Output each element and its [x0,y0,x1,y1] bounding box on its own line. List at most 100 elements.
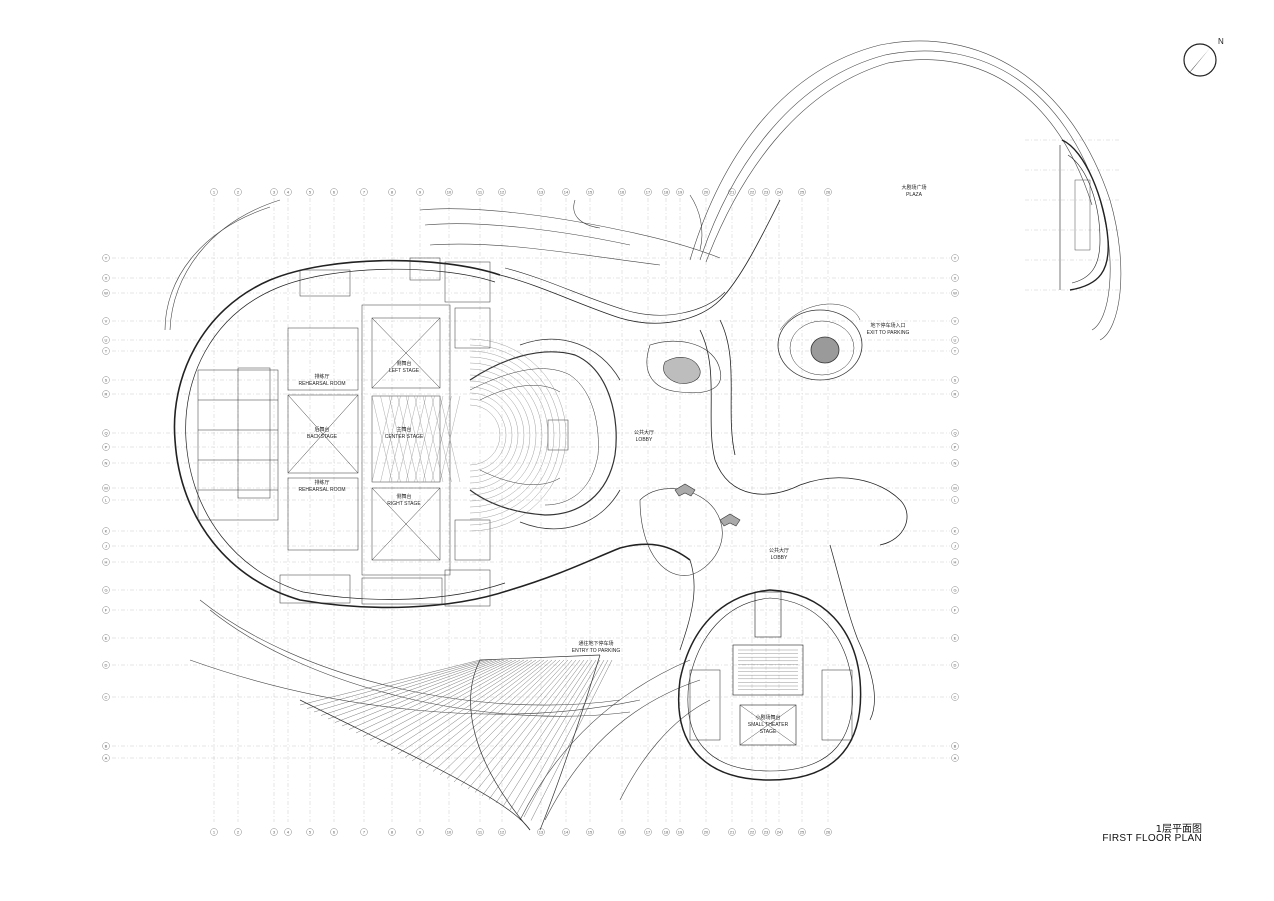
main-theatre-rooms [197,257,491,607]
grid-column-label: 10 [447,189,452,194]
grid-row-tag: P [102,443,110,451]
grid-row-label: E [954,635,957,640]
grid-row-tag: D [951,661,959,669]
grid-column-tag: 3 [270,828,278,836]
grid-row-tag: H [951,558,959,566]
grid-column-tag: 21 [728,828,736,836]
grid-column-label: 2 [237,189,240,194]
grid-column-tag: 24 [775,188,783,196]
grid-column-tag: 22 [748,188,756,196]
grid-column-tag: 20 [702,828,710,836]
grid-column-label: 17 [646,189,651,194]
grid-row-label: M [953,485,956,490]
grid-row-label: K [954,528,957,533]
grid-row-tag: J [951,542,959,550]
grid-column-label: 20 [704,189,709,194]
grid-column-tag: 18 [662,828,670,836]
grid-column-label: 11 [478,829,483,834]
grid-row-tag: E [951,634,959,642]
grid-row-tag: K [951,527,959,535]
grid-row-label: B [105,743,108,748]
grid-row-label: H [105,559,108,564]
exit-parking-label-cn: 地下停车场入口 [870,322,905,329]
grid-column-tag: 7 [360,828,368,836]
grid-column-label: 10 [447,829,452,834]
grid-row-tag: Y [951,254,959,262]
grid-column-tag: 17 [644,188,652,196]
grid-row-label: F [954,607,957,612]
grid-column-label: 15 [588,829,593,834]
grid-row-label: W [104,290,108,295]
grid-column-label: 25 [800,189,805,194]
grid-column-label: 11 [478,189,483,194]
plaza-label-en: PLAZA [906,192,923,198]
grid-row-label: V [954,318,957,323]
grid-column-tag: 8 [388,828,396,836]
drawing-title-cn: 1层平面图 [1155,824,1202,835]
grid-column-label: 22 [750,829,755,834]
grid-row-label: Q [104,430,107,435]
grid-row-tag: L [951,496,959,504]
grid-column-tag: 10 [445,188,453,196]
grid-column-label: 8 [391,189,394,194]
grid-row-label: J [954,543,956,548]
grid-column-label: 24 [777,829,782,834]
grid-column-tag: 4 [284,828,292,836]
lobby-features [639,340,741,576]
grid-column-tag: 7 [360,188,368,196]
grid-column-label: 15 [588,189,593,194]
grid-column-label: 22 [750,189,755,194]
grid-row-label: N [105,460,108,465]
grid-column-label: 7 [363,829,366,834]
grid-column-tag: 26 [824,828,832,836]
left-stage-label-en: LEFT STAGE [389,368,420,374]
grid-column-label: 16 [620,829,625,834]
grid-column-tag: 12 [498,188,506,196]
grid-row-tag: Q [102,429,110,437]
exit-parking-ring [777,303,863,381]
grid-row-label: M [104,485,107,490]
lobby-small-label-en: LOBBY [771,555,788,561]
grid-column-tag: 10 [445,828,453,836]
grid-column-tag: 3 [270,188,278,196]
grid-row-tag: T [102,347,110,355]
grid-column-label: 7 [363,189,366,194]
grid-column-label: 19 [678,829,683,834]
grid-row-tag: V [102,317,110,325]
grid-row-tag: K [102,527,110,535]
grid-column-tag: 16 [618,188,626,196]
right-stage-label-en: RIGHT STAGE [387,501,421,507]
lobby-main-label-cn: 公共大厅 [634,429,654,436]
grid-row-tag: G [102,586,110,594]
backstage-label-cn: 后舞台 [314,426,329,433]
grid-column-tag: 11 [476,188,484,196]
grid-column-label: 19 [678,189,683,194]
grid-column-tag: 4 [284,188,292,196]
grid-row-tag: V [951,317,959,325]
grid-column-tag: 1 [210,828,218,836]
grid-row-tag: A [951,754,959,762]
grid-row-label: B [954,743,957,748]
grid-row-tag: Q [951,429,959,437]
lobby-small-label-cn: 公共大厅 [769,547,789,554]
grid-column-tag: 13 [537,828,545,836]
grid-row-tag: B [951,742,959,750]
main-auditorium-seats [469,338,567,532]
grid-column-label: 14 [564,829,569,834]
grid-tags: 1122334455667788991010111112121313141415… [102,188,959,836]
grid-row-tag: G [951,586,959,594]
grid-row-label: Q [953,430,956,435]
grid-row-tag: N [951,459,959,467]
grid-row-tag: F [951,606,959,614]
grid-column-tag: 14 [562,828,570,836]
main-theatre-outline [173,199,908,609]
grid-column-tag: 6 [330,828,338,836]
grid-column-label: 12 [500,829,505,834]
lobby-main-label-en: LOBBY [636,437,653,443]
grid-column-tag: 18 [662,188,670,196]
site-curves [164,40,1122,821]
grid-column-tag: 13 [537,188,545,196]
grid-row-tag: X [951,274,959,282]
grid-row-tag: W [102,289,110,297]
